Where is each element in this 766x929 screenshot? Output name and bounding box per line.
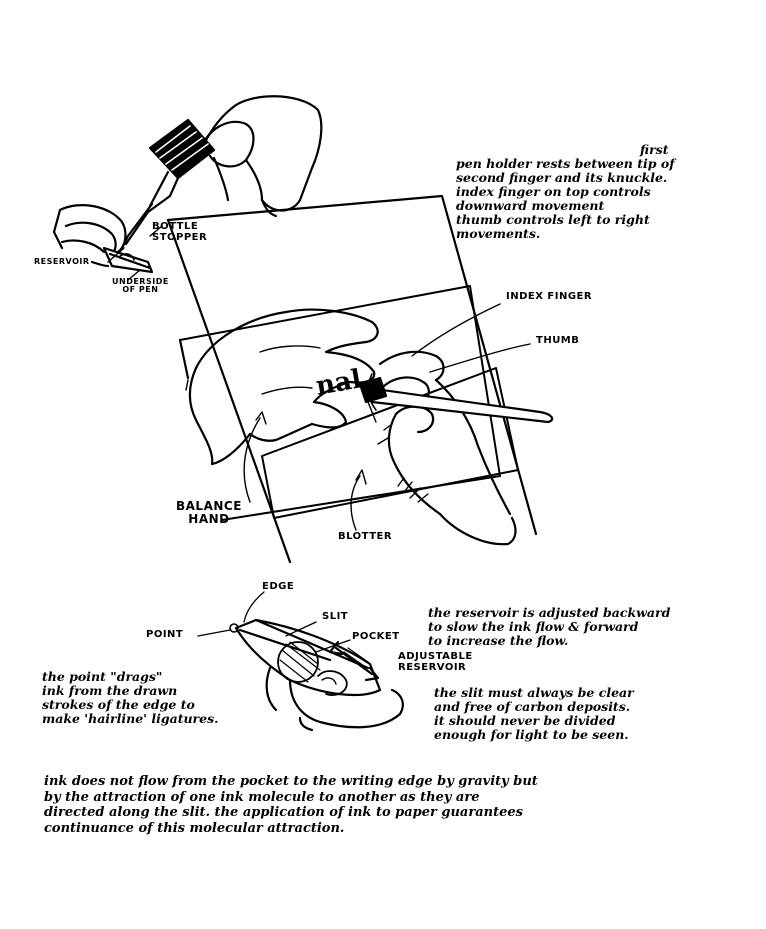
label-slit: SLIT xyxy=(322,611,349,622)
label-pocket: POCKET xyxy=(352,631,400,642)
label-blotter: BLOTTER xyxy=(338,531,393,542)
note-ink-flow: ink does not flow from the pocket to the… xyxy=(44,774,538,836)
note-first: first xyxy=(640,142,669,157)
writing-hand xyxy=(243,303,554,546)
label-index-finger: INDEX FINGER xyxy=(506,291,593,302)
label-bottle-stopper: BOTTLE STOPPER xyxy=(152,221,208,243)
label-thumb: THUMB xyxy=(536,335,580,346)
pen-point-detail xyxy=(197,591,404,732)
bottle-stopper-hand xyxy=(120,95,323,250)
label-underside-of-pen: UNDERSIDE OF PEN xyxy=(112,277,169,295)
note-grip: pen holder rests between tip of second f… xyxy=(456,156,675,241)
note-point-drags: the point "drags" ink from the drawn str… xyxy=(42,669,219,726)
label-adjustable-reservoir: ADJUSTABLE RESERVOIR xyxy=(398,651,473,673)
label-point: POINT xyxy=(146,629,184,640)
label-edge: EDGE xyxy=(262,581,295,592)
label-balance-hand: BALANCE HAND xyxy=(176,499,242,526)
writing-sheets xyxy=(166,194,538,564)
label-reservoir: RESERVOIR xyxy=(34,257,90,266)
note-slit-clear: the slit must always be clear and free o… xyxy=(434,685,634,742)
reservoir-hand xyxy=(52,204,163,281)
note-reservoir-adjust: the reservoir is adjusted backward to sl… xyxy=(428,605,671,648)
